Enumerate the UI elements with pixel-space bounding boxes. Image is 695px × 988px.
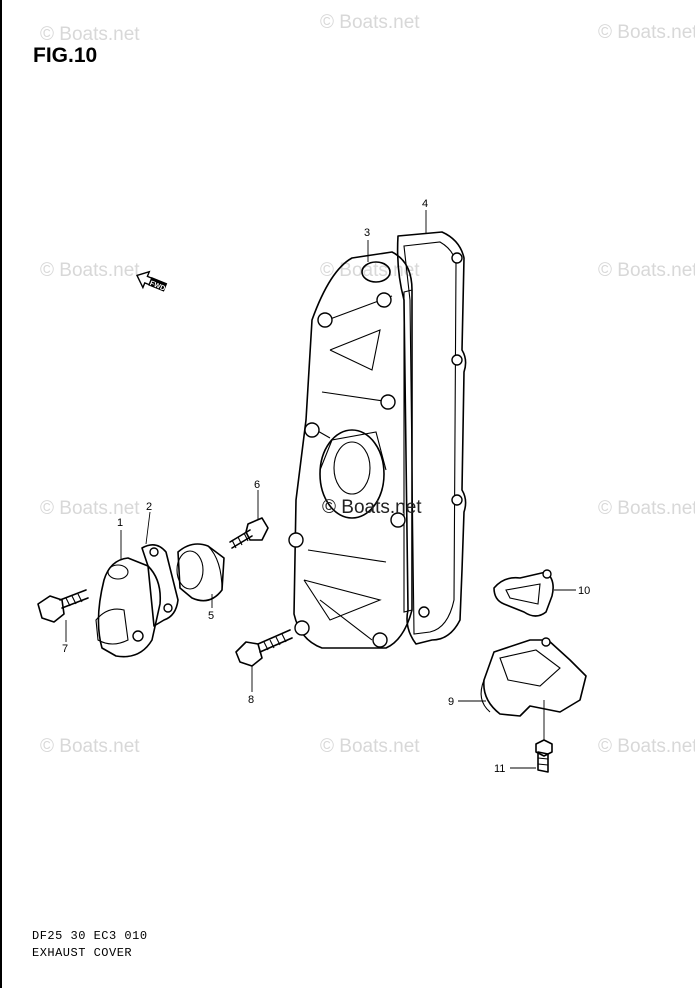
callout-2: 2 — [146, 501, 152, 513]
watermark: © Boats.net — [40, 260, 140, 281]
watermark: © Boats.net — [598, 260, 695, 281]
part-6-bolt — [229, 517, 269, 549]
page-border — [0, 0, 2, 988]
part-4-gasket — [396, 231, 467, 645]
figure-name: EXHAUST COVER — [32, 946, 133, 960]
watermark: © Boats.net — [320, 736, 420, 757]
watermark: © Boats.net — [40, 498, 140, 519]
callout-9: 9 — [448, 696, 454, 708]
watermark: © Boats.net — [598, 22, 695, 43]
callout-1: 1 — [117, 517, 123, 529]
figure-title: FIG.10 — [33, 44, 98, 67]
part-8-bolt — [235, 629, 293, 667]
watermark: © Boats.net — [40, 24, 140, 45]
part-10-gasket — [493, 569, 554, 617]
callout-8: 8 — [248, 694, 254, 706]
callout-10: 10 — [578, 585, 590, 597]
watermark: © Boats.net — [320, 260, 420, 281]
watermark: © Boats.net — [320, 12, 420, 33]
callouts: 1 2 3 4 5 6 7 8 9 10 11 — [62, 198, 590, 775]
center-watermark: © Boats.net — [322, 497, 422, 518]
part-3-exhaust-cover — [288, 251, 413, 649]
watermarks: © Boats.net © Boats.net © Boats.net © Bo… — [40, 12, 695, 757]
watermark: © Boats.net — [40, 736, 140, 757]
figure-code: DF25 30 EC3 010 — [32, 929, 148, 943]
callout-4: 4 — [422, 198, 428, 210]
part-9-elbow — [480, 637, 587, 717]
part-11-bolt — [535, 739, 553, 773]
part-1-cover — [95, 557, 162, 658]
callout-11: 11 — [494, 763, 505, 775]
callout-6: 6 — [254, 479, 260, 491]
part-7-bolt — [37, 589, 89, 623]
part-2-gasket — [141, 544, 179, 627]
part-5-spacer — [176, 543, 225, 602]
callout-3: 3 — [364, 227, 370, 239]
callout-5: 5 — [208, 610, 214, 622]
watermark: © Boats.net — [598, 736, 695, 757]
watermark: © Boats.net — [598, 498, 695, 519]
callout-7: 7 — [62, 643, 68, 655]
